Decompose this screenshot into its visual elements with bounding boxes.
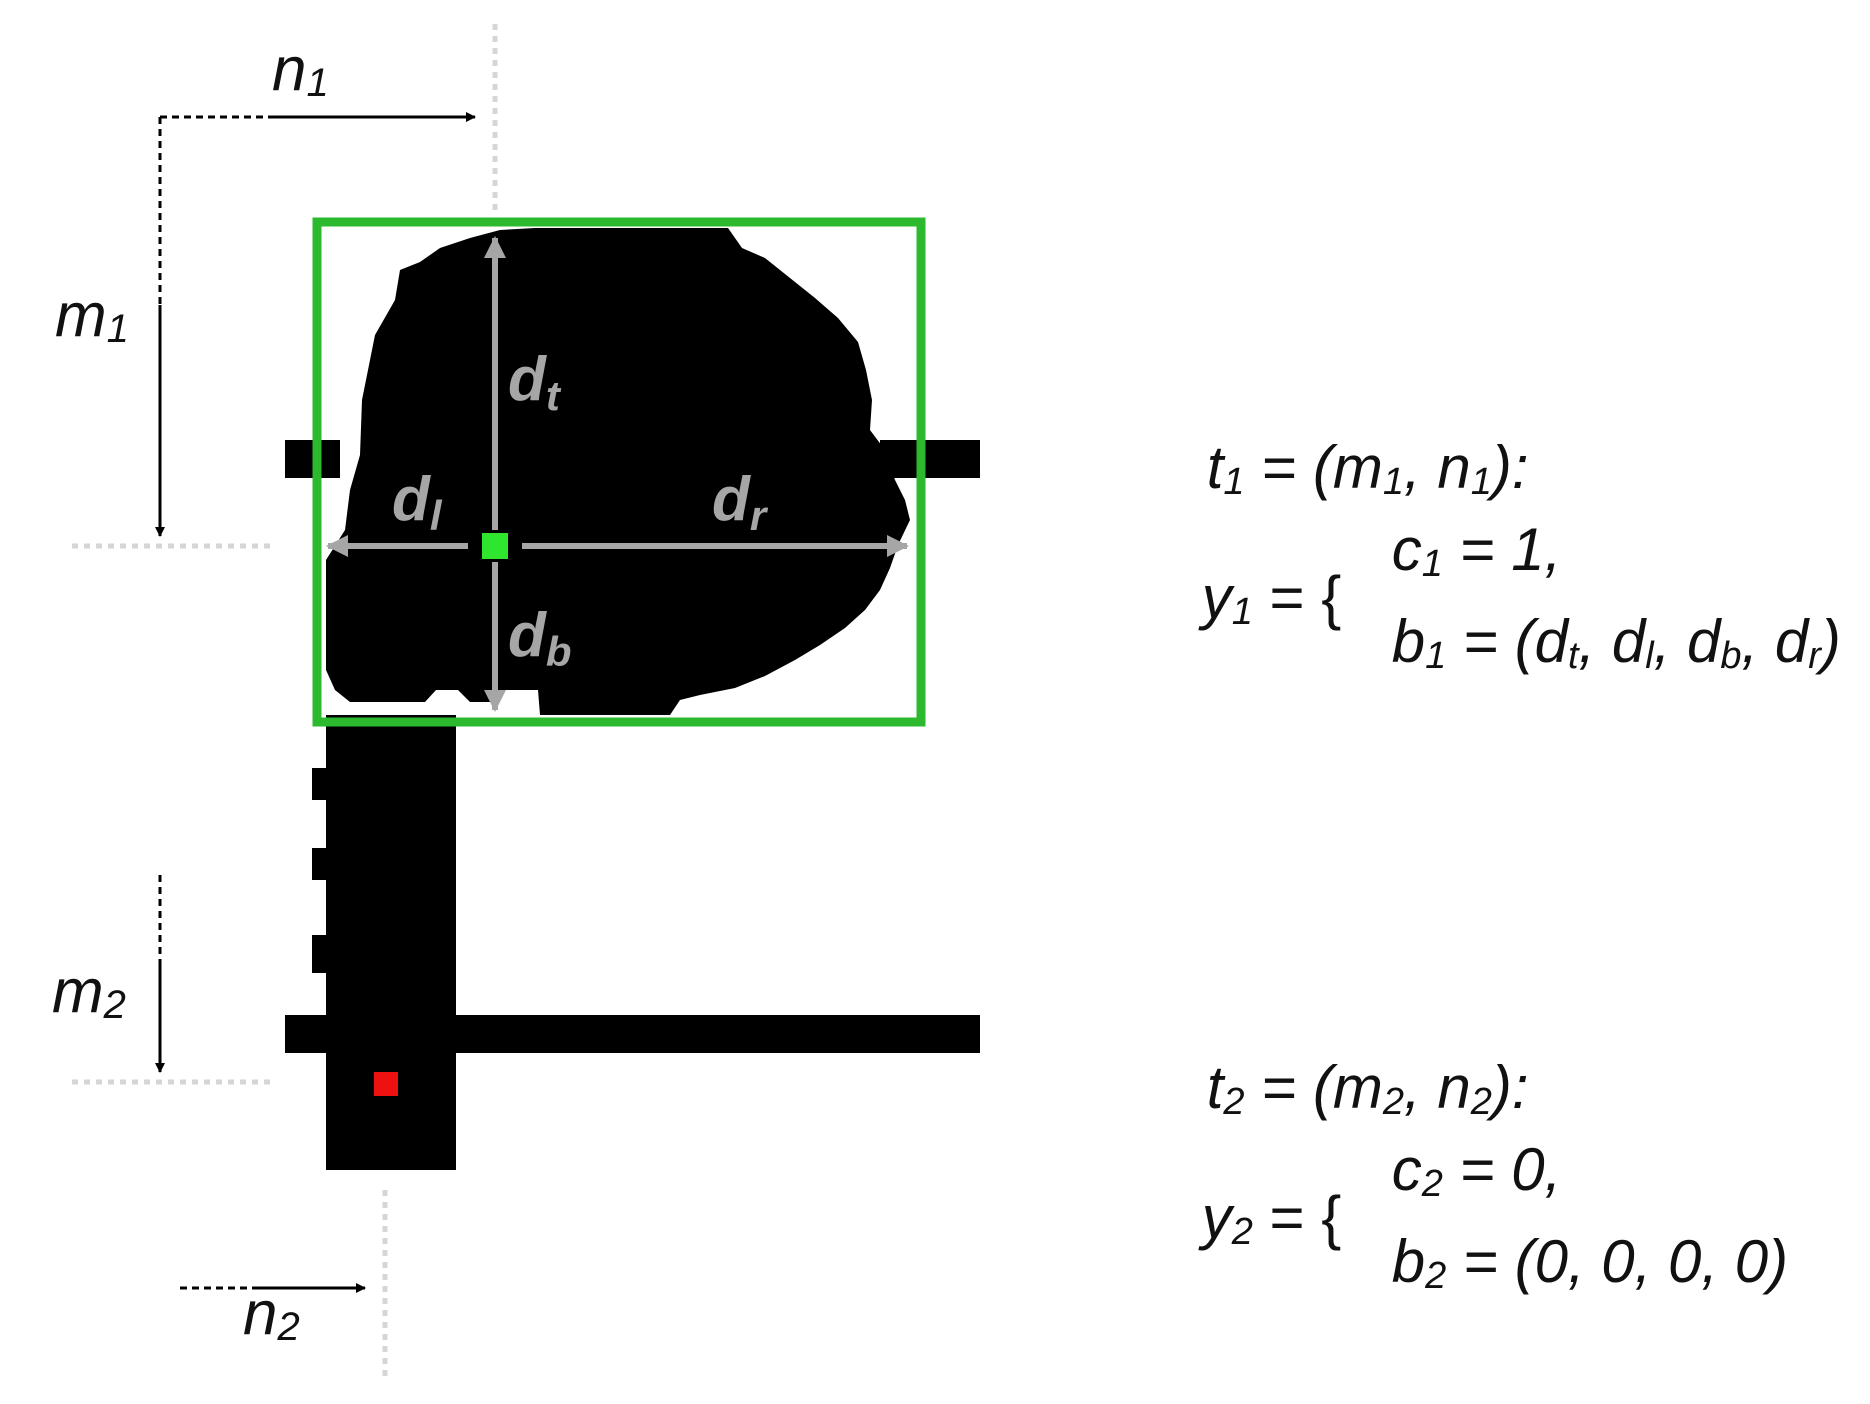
equation-c2: c2 = 0, <box>1275 1136 1645 1205</box>
label-n1: n1 <box>272 35 329 105</box>
equation-c1: c1 = 1, <box>1275 516 1645 585</box>
equation-block-2: t2 = (m2, n2): y2 = { c2 = 0, b2 = (0, 0… <box>1085 1054 1870 1297</box>
equation-y1: y1 = { <box>1085 564 1425 633</box>
center-point-positive <box>482 533 508 559</box>
equation-t1: t1 = (m1, n1): <box>1090 434 1612 503</box>
guide-lines <box>72 24 498 1380</box>
equation-y2: y2 = { <box>1085 1184 1425 1253</box>
equation-b2: b2 = (0, 0, 0, 0) <box>1275 1228 1870 1297</box>
mask-horizontal-bar <box>285 1015 980 1053</box>
mask-column-nub-2 <box>312 848 330 880</box>
label-m2: m2 <box>52 957 126 1027</box>
mask-column-nub-1 <box>312 768 330 800</box>
mask-right-bar <box>880 440 980 478</box>
label-n2: n2 <box>243 1279 300 1349</box>
mask-column-nub-3 <box>312 935 330 973</box>
bounding-box <box>312 217 926 727</box>
label-dt: dt <box>508 345 562 419</box>
offset-arrows <box>155 112 476 1293</box>
equation-t2: t2 = (m2, n2): <box>1090 1054 1612 1123</box>
segmentation-mask <box>285 228 980 1170</box>
mask-vertical-column <box>326 715 456 1170</box>
distance-arrows <box>326 236 909 712</box>
mask-blob <box>326 228 910 715</box>
label-dr: dr <box>712 465 769 539</box>
equation-b1: b1 = (dt, dl, db, dr) <box>1275 608 1870 677</box>
equation-block-1: t1 = (m1, n1): y1 = { c1 = 1, b1 = (dt, … <box>1085 434 1870 677</box>
label-db: db <box>508 601 572 675</box>
label-m1: m1 <box>55 281 129 351</box>
label-dl: dl <box>392 465 443 539</box>
center-point-negative <box>374 1072 398 1096</box>
